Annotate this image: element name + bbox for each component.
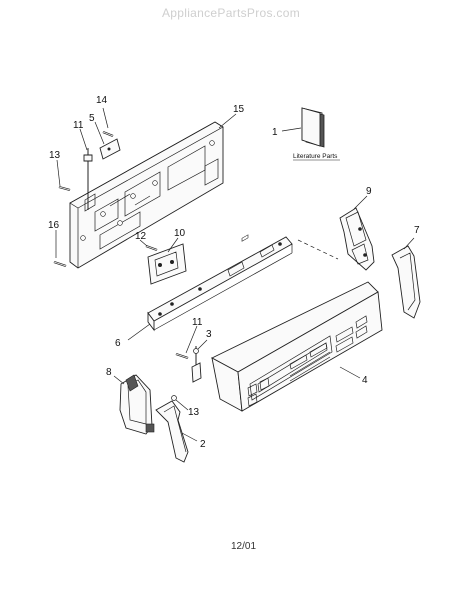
callout-3: 3 bbox=[206, 329, 212, 340]
date-code: 12/01 bbox=[231, 541, 256, 552]
callout-11-upper: 11 bbox=[73, 120, 84, 131]
callout-16: 16 bbox=[48, 220, 60, 231]
leader-lines bbox=[55, 107, 415, 442]
knob-shaft bbox=[191, 346, 202, 383]
callout-11-lower: 11 bbox=[192, 317, 203, 328]
callout-8: 8 bbox=[106, 367, 112, 378]
callout-14: 14 bbox=[96, 95, 108, 106]
literature-parts-label: Literature Parts bbox=[293, 153, 338, 160]
mounting-bracket bbox=[147, 236, 293, 332]
left-end-bracket bbox=[119, 374, 155, 435]
screw-12 bbox=[145, 244, 158, 252]
callout-13-upper: 13 bbox=[49, 150, 61, 161]
screw-11-lower bbox=[175, 352, 189, 360]
callout-1: 1 bbox=[272, 127, 278, 138]
callout-7: 7 bbox=[414, 225, 420, 236]
callout-13-lower: 13 bbox=[188, 407, 200, 418]
callout-2: 2 bbox=[200, 439, 206, 450]
callout-6: 6 bbox=[115, 338, 121, 349]
screw-11-upper bbox=[83, 148, 93, 210]
rear-panel bbox=[69, 121, 224, 269]
clip-plate bbox=[99, 138, 121, 160]
left-end-cap bbox=[155, 400, 189, 463]
right-end-bracket bbox=[339, 207, 375, 271]
literature-booklet: Literature Parts bbox=[281, 107, 340, 161]
control-board bbox=[147, 243, 187, 285]
right-end-cap bbox=[391, 245, 421, 319]
callout-15: 15 bbox=[233, 104, 245, 115]
control-console bbox=[211, 234, 383, 412]
callout-12: 12 bbox=[135, 231, 147, 242]
screw-14 bbox=[102, 130, 114, 138]
watermark-text: AppliancePartsPros.com bbox=[162, 6, 300, 20]
callout-5: 5 bbox=[89, 113, 95, 124]
alignment-line bbox=[297, 239, 339, 260]
screw-13-upper bbox=[58, 185, 71, 192]
screw-16 bbox=[53, 260, 67, 268]
callout-4: 4 bbox=[362, 375, 368, 386]
callout-10: 10 bbox=[174, 228, 186, 239]
callout-9: 9 bbox=[366, 186, 372, 197]
screw-13-lower bbox=[171, 395, 177, 401]
